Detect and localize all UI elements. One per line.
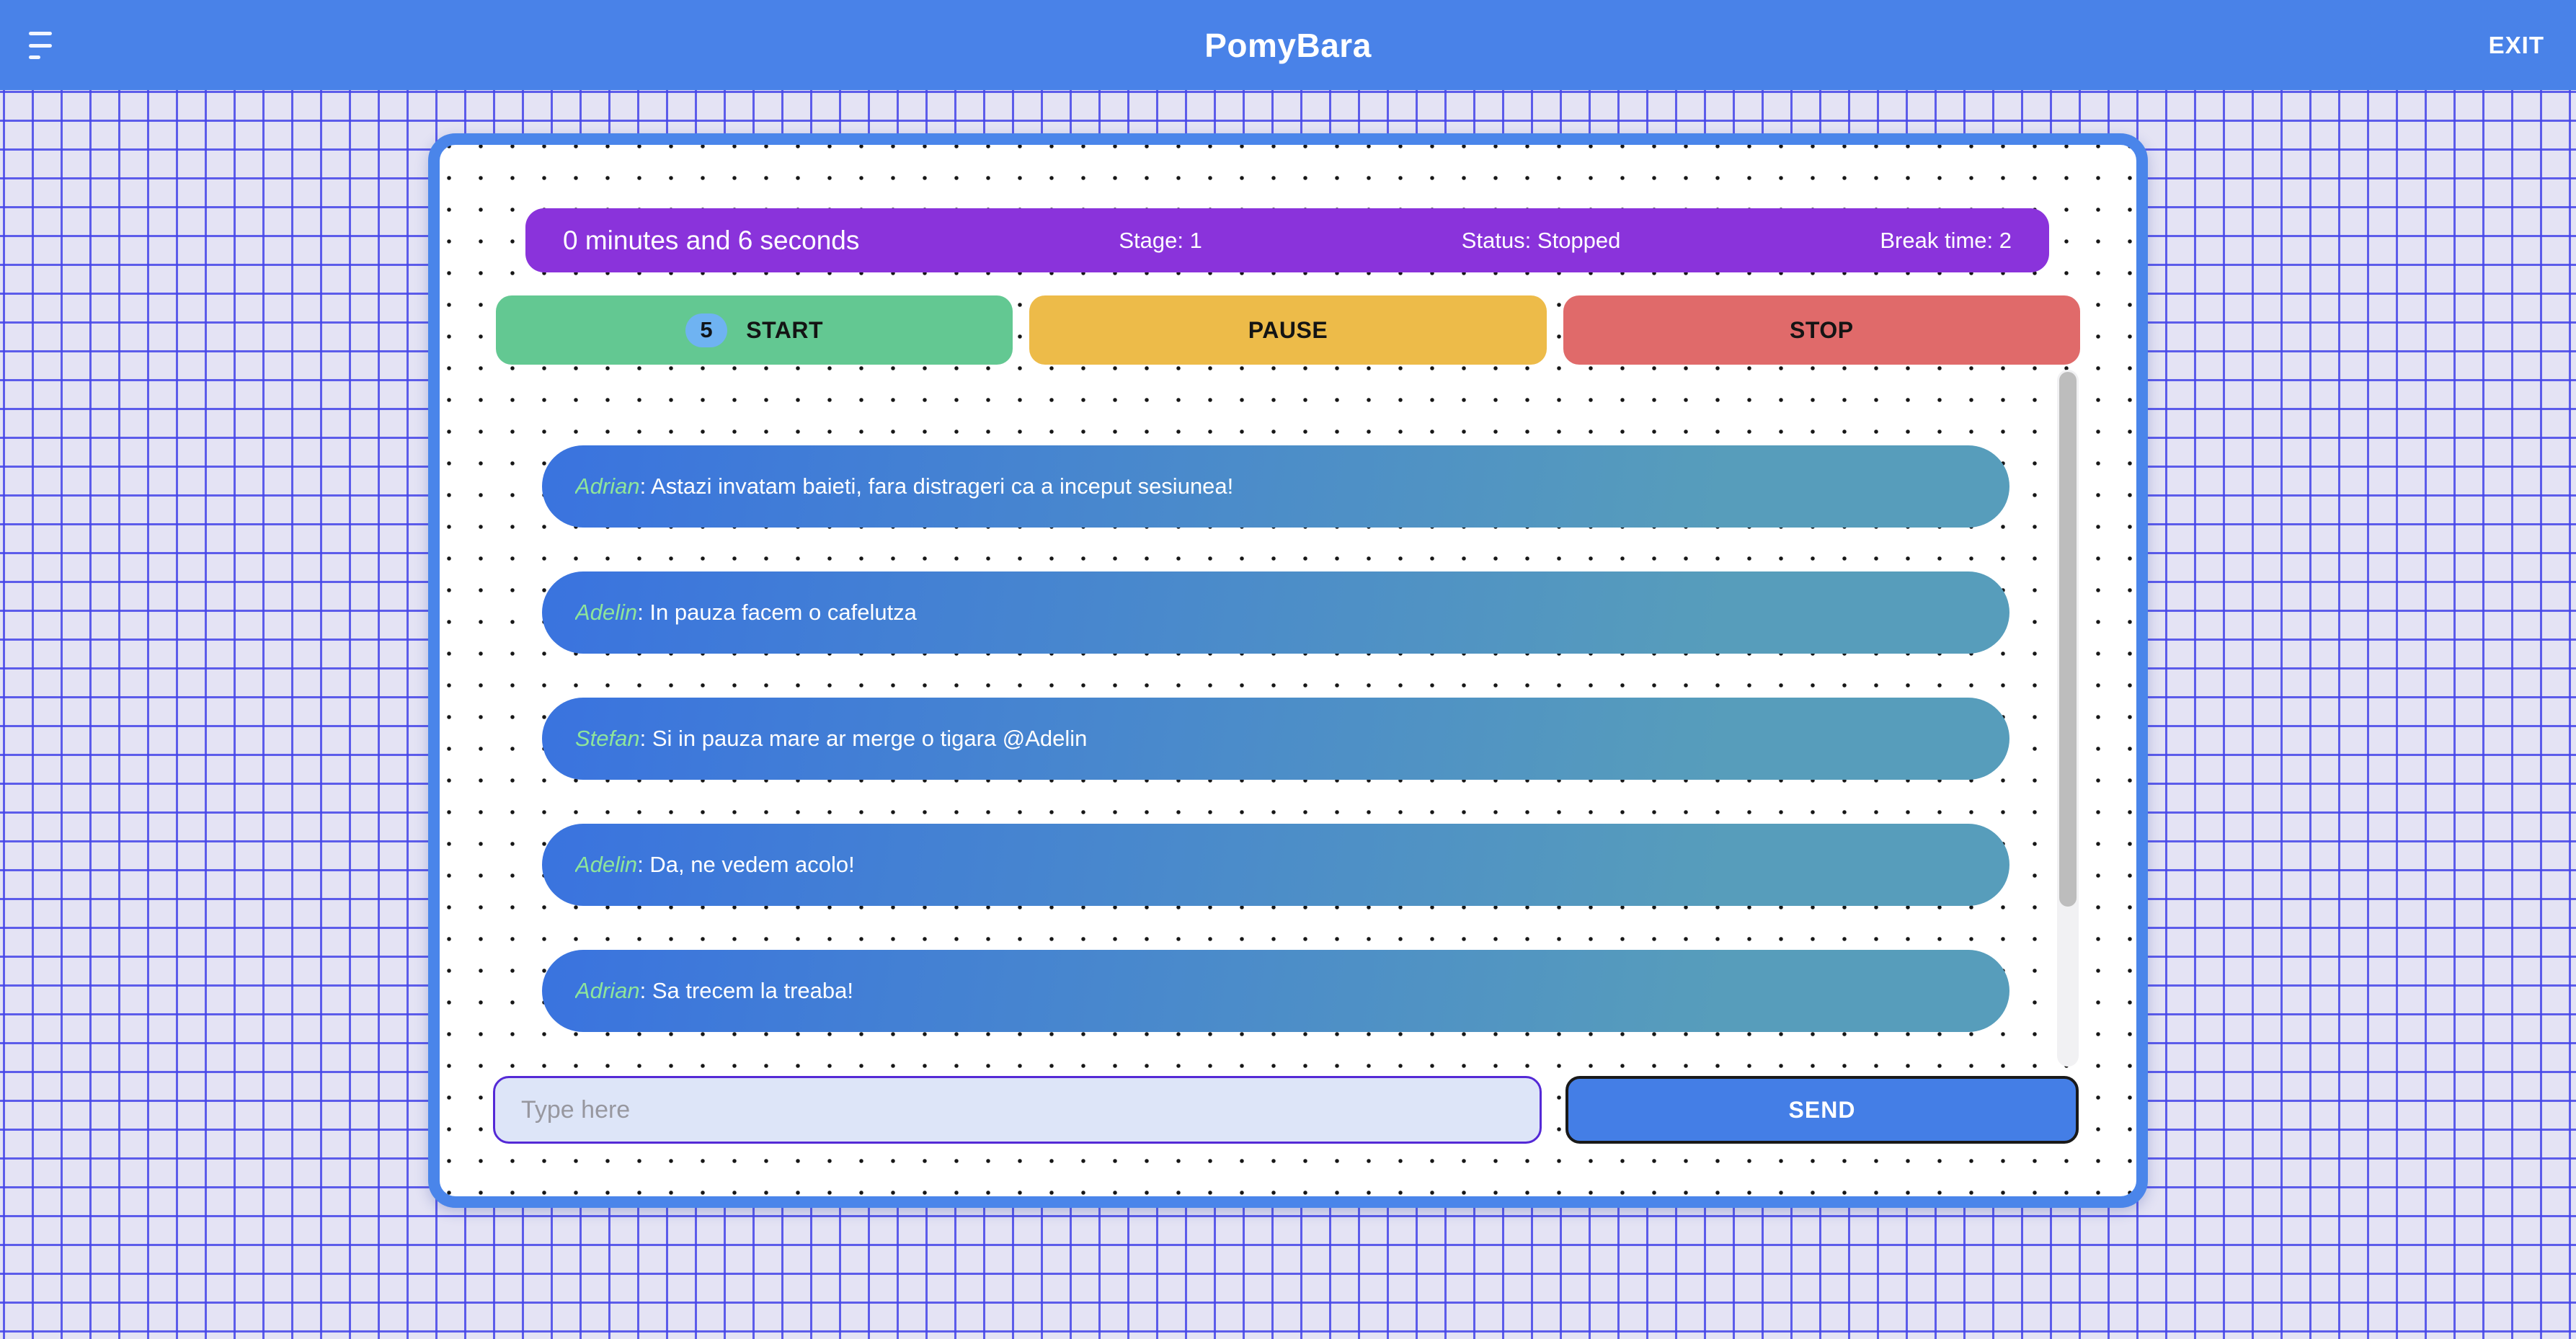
start-count-badge: 5 xyxy=(685,313,728,347)
chat-message-input[interactable] xyxy=(493,1076,1542,1144)
status-label: Status: Stopped xyxy=(1461,227,1621,253)
start-button[interactable]: 5 START xyxy=(496,295,1013,365)
stop-button[interactable]: STOP xyxy=(1563,295,2080,365)
menu-icon-bar xyxy=(29,32,52,35)
timer-status-bar: 0 minutes and 6 seconds Stage: 1 Status:… xyxy=(525,208,2049,272)
exit-button[interactable]: EXIT xyxy=(2488,31,2544,58)
message-text: Astazi invatam baieti, fara distrageri c… xyxy=(651,473,1234,499)
timer-controls: 5 START PAUSE STOP xyxy=(496,295,2080,365)
message-text: Sa trecem la treaba! xyxy=(652,978,853,1003)
message-separator: : xyxy=(639,978,652,1003)
menu-icon[interactable] xyxy=(29,32,58,59)
message-author: Adrian xyxy=(575,978,640,1003)
page-title: PomyBara xyxy=(1204,26,1372,64)
app-header: PomyBara EXIT xyxy=(0,0,2576,90)
chat-scrollbar-track[interactable] xyxy=(2057,370,2079,1067)
message-author: Adrian xyxy=(575,473,640,499)
chat-message: Adelin: In pauza facem o cafelutza xyxy=(542,571,2009,654)
timer-value: 0 minutes and 6 seconds xyxy=(563,225,860,255)
chat-message: Adelin: Da, ne vedem acolo! xyxy=(542,824,2009,906)
menu-icon-bar xyxy=(29,43,52,48)
message-text: Si in pauza mare ar merge o tigara @Adel… xyxy=(652,726,1088,751)
message-author: Stefan xyxy=(575,726,640,751)
message-separator: : xyxy=(637,600,650,625)
message-author: Adelin xyxy=(575,600,638,625)
chat-message: Stefan: Si in pauza mare ar merge o tiga… xyxy=(542,698,2009,780)
menu-icon-bar xyxy=(29,55,40,59)
message-separator: : xyxy=(639,473,652,499)
message-author: Adelin xyxy=(575,852,638,877)
pause-button[interactable]: PAUSE xyxy=(1029,295,1547,365)
chat-scrollbar-thumb[interactable] xyxy=(2059,372,2077,907)
chat-message-list: Adrian: Astazi invatam baieti, fara dist… xyxy=(542,445,2009,1076)
chat-message: Adrian: Astazi invatam baieti, fara dist… xyxy=(542,445,2009,528)
message-separator: : xyxy=(639,726,652,751)
message-text: Da, ne vedem acolo! xyxy=(649,852,855,877)
pomodoro-card: 0 minutes and 6 seconds Stage: 1 Status:… xyxy=(428,133,2148,1208)
message-text: In pauza facem o cafelutza xyxy=(649,600,917,625)
send-button[interactable]: SEND xyxy=(1565,1076,2079,1144)
stage-label: Stage: 1 xyxy=(1119,227,1202,253)
chat-message: Adrian: Sa trecem la treaba! xyxy=(542,950,2009,1032)
break-time-label: Break time: 2 xyxy=(1880,227,2012,253)
message-separator: : xyxy=(637,852,650,877)
start-button-label: START xyxy=(746,316,824,343)
